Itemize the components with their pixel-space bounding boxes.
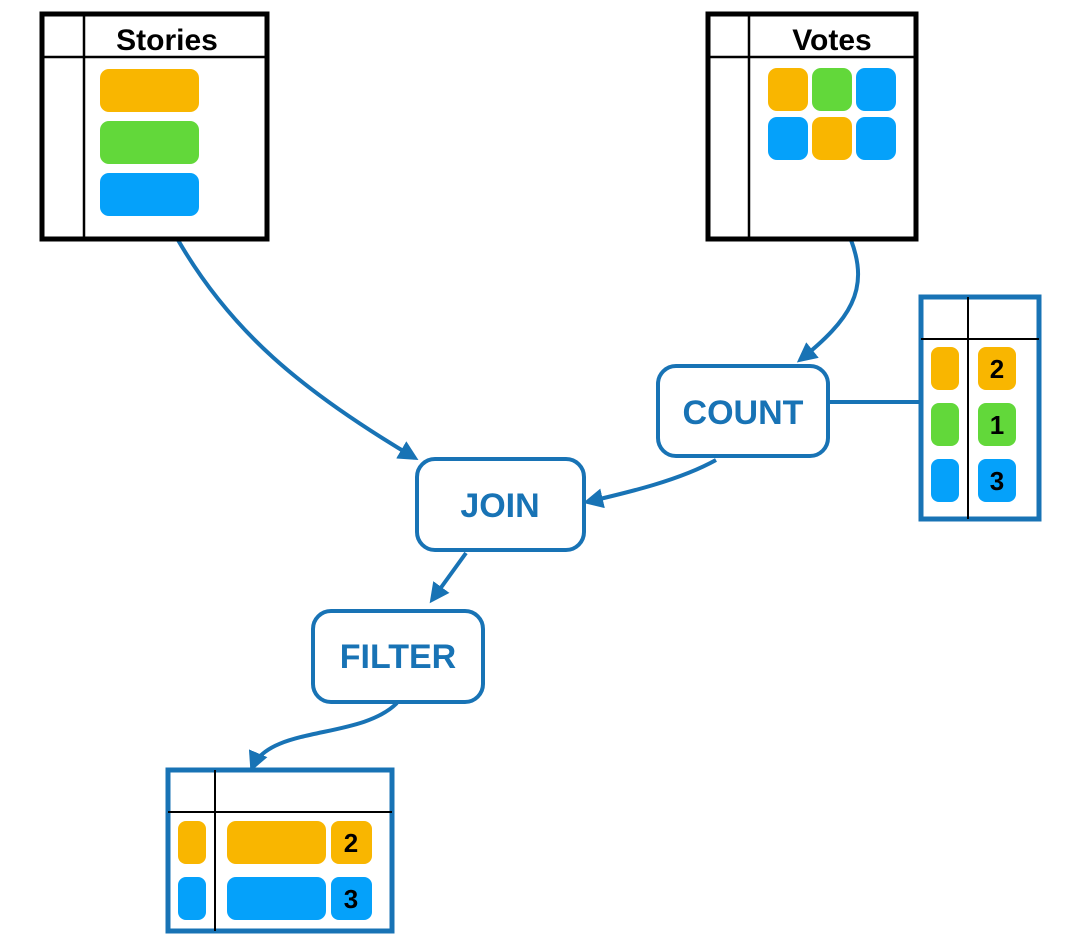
join-operator: JOIN bbox=[415, 457, 586, 552]
arrow-votes-to-count bbox=[796, 239, 861, 363]
final-result-count-box bbox=[331, 877, 372, 920]
votes-cell bbox=[856, 68, 896, 111]
stories-table-header: Stories bbox=[116, 24, 218, 57]
final-result-key bbox=[178, 877, 206, 920]
final-result-story-bar bbox=[227, 821, 326, 864]
final-result-table: 2 3 bbox=[165, 767, 395, 934]
edges bbox=[176, 238, 921, 772]
votes-cell bbox=[812, 117, 852, 160]
count-result-key bbox=[931, 403, 959, 446]
votes-cell bbox=[856, 117, 896, 160]
filter-operator: FILTER bbox=[311, 609, 485, 704]
votes-table-header: Votes bbox=[792, 24, 871, 57]
count-result-value: 3 bbox=[990, 466, 1004, 496]
final-result-story-bar bbox=[227, 877, 326, 920]
votes-cell bbox=[768, 117, 808, 160]
arrow-join-to-filter bbox=[429, 551, 468, 604]
count-operator-label: COUNT bbox=[683, 394, 804, 432]
count-result-value-box bbox=[978, 403, 1016, 446]
arrow-count-to-join bbox=[583, 458, 717, 509]
stories-table: Stories bbox=[39, 11, 270, 242]
votes-cell bbox=[768, 68, 808, 111]
count-result-value: 2 bbox=[990, 354, 1004, 384]
stories-row-blue bbox=[100, 173, 199, 216]
count-result-value-box bbox=[978, 347, 1016, 390]
count-result-value-box bbox=[978, 459, 1016, 502]
count-result-key bbox=[931, 459, 959, 502]
votes-cell bbox=[812, 68, 852, 111]
count-operator: COUNT bbox=[656, 364, 830, 458]
count-operator-box bbox=[656, 364, 830, 458]
stories-row-orange bbox=[100, 69, 199, 112]
filter-operator-box bbox=[311, 609, 485, 704]
count-result-table: 2 1 3 bbox=[918, 294, 1042, 522]
join-operator-label: JOIN bbox=[460, 487, 539, 525]
votes-table: Votes bbox=[705, 11, 919, 242]
final-result-count-box bbox=[331, 821, 372, 864]
final-result-key bbox=[178, 821, 206, 864]
stories-row-green bbox=[100, 121, 199, 164]
arrow-stories-to-join bbox=[176, 238, 419, 461]
final-result-count: 3 bbox=[344, 884, 358, 914]
filter-operator-label: FILTER bbox=[340, 638, 456, 676]
arrow-filter-to-result bbox=[248, 701, 399, 772]
final-result-count: 2 bbox=[344, 828, 358, 858]
count-result-value: 1 bbox=[990, 410, 1004, 440]
join-operator-box bbox=[415, 457, 586, 552]
count-result-key bbox=[931, 347, 959, 390]
